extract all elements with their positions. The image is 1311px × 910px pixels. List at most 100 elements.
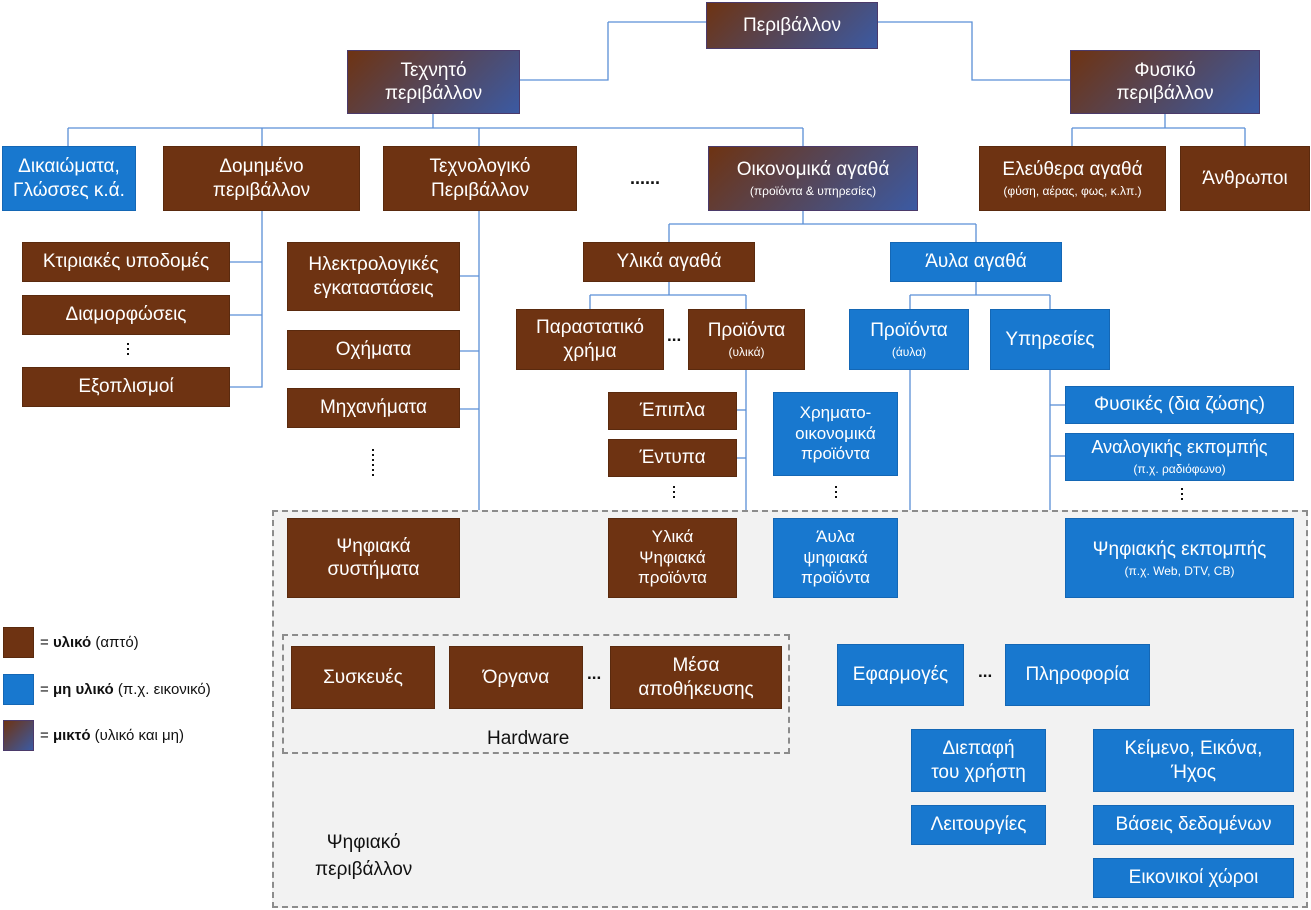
node-functions-label: Λειτουργίες (930, 814, 1027, 836)
node-built-line1: Δομημένο (219, 156, 304, 178)
node-applications-label: Εφαρμογές (852, 664, 949, 686)
node-free-goods-sub: (φύση, αέρας, φως, κ.λπ.) (1003, 184, 1142, 199)
node-material-goods-label: Υλικά αγαθά (616, 251, 722, 273)
node-electrical-installations: Ηλεκτρολογικές εγκαταστάσεις (287, 242, 460, 311)
node-technological-environment: Τεχνολογικό Περιβάλλον (383, 146, 577, 211)
hardware-region (282, 634, 790, 754)
node-intangible-goods-label: Άυλα αγαθά (925, 251, 1027, 273)
node-digital-broadcast: Ψηφιακής εκπομπής (π.χ. Web, DTV, CB) (1065, 518, 1294, 598)
legend-prefix: = (40, 727, 53, 744)
legend-bold: μικτό (52, 727, 91, 744)
node-instruments: Όργανα (449, 646, 583, 709)
node-environment: Περιβάλλον (706, 2, 878, 49)
node-representative-money: Παραστατικό χρήμα (516, 309, 664, 370)
legend-item-material: = υλικό (απτό) (40, 634, 139, 651)
node-money-line1: Παραστατικό (535, 317, 644, 339)
node-financial-line2: οικονομικά (795, 423, 876, 443)
node-free-goods: Ελεύθερα αγαθά (φύση, αέρας, φως, κ.λπ.) (979, 146, 1166, 211)
node-printed-matter: Έντυπα (608, 439, 737, 477)
ellipsis-services (1180, 488, 1184, 503)
node-furniture-label: Έπιπλα (639, 400, 706, 422)
legend-rest: (υλικό και μη) (90, 727, 185, 744)
node-devices: Συσκευές (291, 646, 435, 709)
node-formations: Διαμορφώσεις (22, 295, 230, 335)
node-material-digital-products: Υλικά Ψηφιακά προϊόντα (608, 518, 737, 598)
node-digital-systems: Ψηφιακά συστήματα (287, 518, 460, 598)
node-intangible-digital-line1: Άυλα (816, 526, 855, 546)
node-economic-goods-sub: (προϊόντα & υπηρεσίες) (749, 184, 877, 199)
node-electrical-line2: εγκαταστάσεις (313, 277, 434, 299)
node-free-goods-title: Ελεύθερα αγαθά (1002, 159, 1143, 181)
node-databases-label: Βάσεις δεδομένων (1115, 814, 1272, 836)
node-building-infra-label: Κτιριακές υποδομές (42, 251, 210, 273)
node-digital-broadcast-sub: (π.χ. Web, DTV, CB) (1124, 563, 1235, 578)
node-building-infrastructure: Κτιριακές υποδομές (22, 242, 230, 282)
node-information: Πληροφορία (1005, 644, 1150, 706)
node-financial-line3: προϊόντα (801, 444, 870, 464)
node-text-media-line2: Ήχος (1170, 761, 1217, 783)
node-built-environment: Δομημένο περιβάλλον (163, 146, 360, 211)
node-money-line2: χρήμα (563, 340, 617, 362)
legend-prefix: = (40, 681, 53, 698)
node-natural-environment: Φυσικό περιβάλλον (1070, 50, 1260, 114)
node-physical-services: Φυσικές (δια ζώσης) (1065, 386, 1294, 424)
node-artificial-line1: Τεχνητό (400, 59, 467, 81)
node-rights-line2: Γλώσσες κ.ά. (13, 179, 125, 201)
node-storage-media: Μέσα αποθήκευσης (610, 646, 782, 709)
node-analog-sub: (π.χ. ραδιόφωνο) (1133, 462, 1226, 477)
node-analog-broadcast: Αναλογικής εκπομπής (π.χ. ραδιόφωνο) (1065, 433, 1294, 481)
node-storage-line1: Μέσα (672, 655, 720, 677)
node-intangible-digital-line3: προϊόντα (801, 568, 870, 588)
node-material-digital-line3: προϊόντα (638, 568, 707, 588)
digital-environment-label: Ψηφιακό περιβάλλον (315, 830, 412, 883)
node-products-material-title: Προϊόντα (707, 320, 786, 342)
node-machines: Μηχανήματα (287, 388, 460, 428)
ellipsis-products-material (672, 486, 676, 501)
node-vehicles-label: Οχήματα (335, 339, 412, 361)
node-rights-line1: Δικαιώματα, (18, 156, 120, 178)
ellipsis-material-goods: ... (667, 326, 682, 345)
node-user-interface: Διεπαφή του χρήστη (911, 729, 1046, 792)
ellipsis-financial (834, 486, 838, 501)
node-environment-label: Περιβάλλον (743, 14, 841, 36)
node-databases: Βάσεις δεδομένων (1093, 805, 1294, 845)
node-equipment: Εξοπλισμοί (22, 367, 230, 407)
legend-swatch-material (3, 627, 34, 658)
node-printed-label: Έντυπα (639, 447, 706, 469)
node-information-label: Πληροφορία (1025, 664, 1130, 686)
node-people-label: Άνθρωποι (1202, 167, 1288, 189)
node-equipment-label: Εξοπλισμοί (78, 376, 174, 398)
node-analog-title: Αναλογικής εκπομπής (1091, 437, 1268, 458)
node-products-material: Προϊόντα (υλικά) (688, 309, 805, 370)
node-products-material-sub: (υλικά) (728, 345, 765, 360)
legend-item-mixed: = μικτό (υλικό και μη) (40, 727, 184, 744)
node-people: Άνθρωποι (1180, 146, 1310, 211)
ellipsis-hardware: ... (587, 664, 602, 683)
node-artificial-line2: περιβάλλον (384, 83, 483, 104)
node-instruments-label: Όργανα (482, 666, 550, 688)
node-products-intangible: Προϊόντα (άυλα) (849, 309, 969, 370)
ellipsis-level2: ...... (630, 168, 661, 188)
node-functions: Λειτουργίες (911, 805, 1046, 845)
node-products-intangible-sub: (άυλα) (891, 345, 927, 360)
node-financial-line1: Χρηματο- (799, 402, 872, 422)
node-material-digital-line2: Ψηφιακά (639, 547, 706, 567)
node-storage-line2: αποθήκευσης (638, 678, 754, 700)
node-formations-label: Διαμορφώσεις (65, 304, 187, 326)
node-digital-systems-line2: συστήματα (327, 559, 420, 580)
node-virtual-spaces: Εικονικοί χώροι (1093, 858, 1294, 898)
node-natural-line1: Φυσικό (1134, 59, 1196, 81)
node-intangible-digital-line2: ψηφιακά (803, 547, 868, 567)
node-ui-line2: του χρήστη (931, 761, 1026, 783)
legend-swatch-intangible (3, 674, 34, 705)
node-rights-languages: Δικαιώματα, Γλώσσες κ.ά. (2, 146, 136, 211)
legend-bold: μη υλικό (52, 681, 114, 698)
legend-bold: υλικό (52, 634, 92, 651)
node-services-label: Υπηρεσίες (1005, 328, 1095, 350)
node-intangible-goods: Άυλα αγαθά (890, 242, 1062, 282)
node-economic-goods: Οικονομικά αγαθά (προϊόντα & υπηρεσίες) (708, 146, 918, 211)
node-financial-products: Χρηματο- οικονομικά προϊόντα (773, 392, 898, 476)
legend-item-intangible: = μη υλικό (π.χ. εικονικό) (40, 681, 211, 698)
legend-prefix: = (40, 634, 53, 651)
legend-rest: (π.χ. εικονικό) (113, 681, 211, 698)
